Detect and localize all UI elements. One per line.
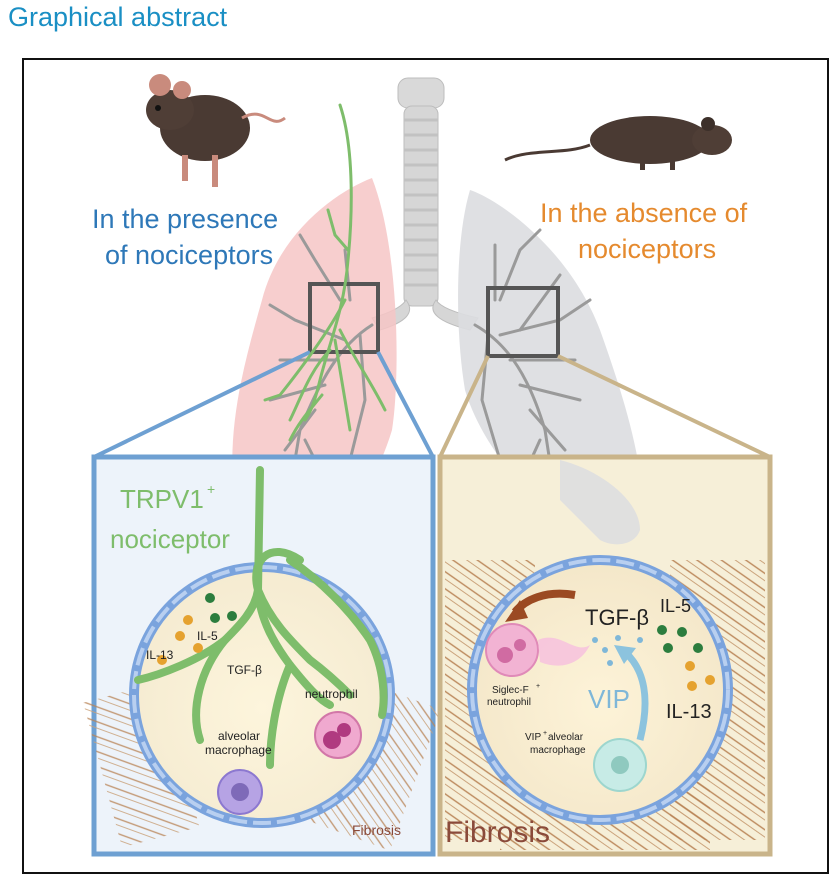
presence-label-line2: of nociceptors [105,240,273,270]
macrophage-label-line1: alveolar [218,729,260,743]
macrophage-label-line2: macrophage [205,743,272,757]
vip-macrophage-label-line2: macrophage [530,745,586,756]
siglec-label-line2: neutrophil [487,697,531,708]
nociceptor-label-line1: TRPV1 [120,484,204,514]
il5-label: IL-5 [197,629,218,643]
fibrosis-label-right: Fibrosis [445,816,550,849]
il5-label-right: IL-5 [660,596,691,616]
zoom-box-right [486,286,560,358]
left-panel: TRPV1 + nociceptor IL-13 IL-5 TGF-β neut… [83,454,442,857]
siglec-label-sup: + [536,683,540,690]
neutrophil-label: neutrophil [305,687,358,701]
vip-macrophage-label-a: VIP [525,732,541,743]
fibrosis-label-left: Fibrosis [352,822,401,838]
vip-macrophage-label-sup: + [543,730,547,737]
siglec-label-line1: Siglec-F [492,685,529,696]
nociceptor-label-line2: nociceptor [110,524,230,554]
mouse-left-icon [146,74,286,187]
zoom-line-left-2 [376,351,435,458]
zoom-line-right-1 [438,355,490,458]
vip-label: VIP [588,684,630,714]
page-title: Graphical abstract [8,2,228,32]
nociceptor-label-sup: + [207,481,215,497]
vip-arrow [622,649,649,741]
il13-label: IL-13 [146,648,174,662]
nociceptor-nerve-lung [263,103,387,442]
zoom-line-right-2 [557,354,771,459]
absence-label-line1: In the absence of [540,198,748,228]
vip-macrophage-label-b: alveolar [548,732,584,743]
il13-label-right: IL-13 [666,701,712,723]
tgfb-label-right: TGF-β [585,605,649,630]
tgfb-label: TGF-β [227,663,262,677]
absence-label-line2: nociceptors [578,234,716,264]
zoom-line-left-1 [93,350,311,459]
nociceptor-nerve-panel [134,466,388,769]
presence-label-line1: In the presence [92,204,278,234]
right-panel: TGF-β IL-5 IL-13 VIP Siglec-F + neutroph… [437,454,773,857]
mouse-right-icon [504,116,732,170]
